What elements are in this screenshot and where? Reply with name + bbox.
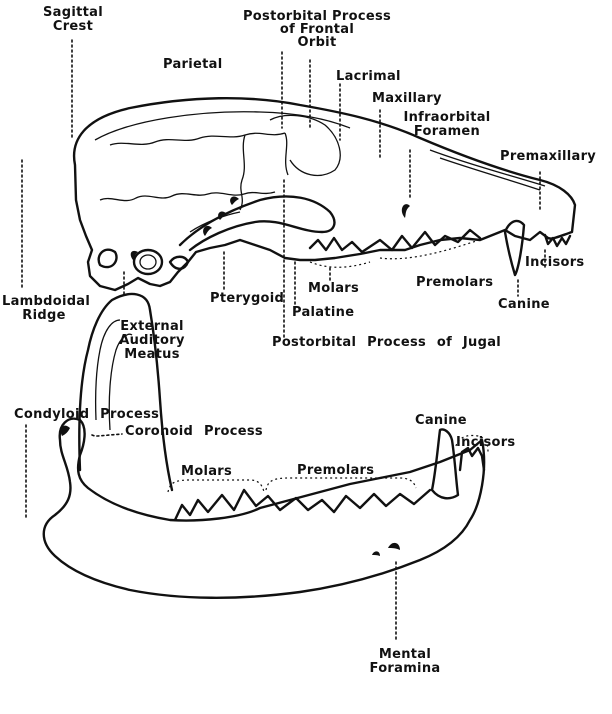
mandible-incisors-label: Incisors [456,436,515,450]
infraorbital-foramen-label: Infraorbital Foramen [392,111,502,139]
sagittal-crest-label: Sagittal Crest [40,6,106,34]
skull-canine-label: Canine [498,298,550,312]
lambdoidal-ridge-label: Lambdoidal Ridge [2,295,86,323]
palatine-label: Palatine [292,306,354,320]
external-auditory-meatus-label: External Auditory Meatus [100,320,204,362]
mandible-canine-label: Canine [415,414,467,428]
postorbital-frontal-label: Postorbital Process of Frontal Orbit [232,10,402,49]
postorbital-jugal-label: Postorbital Process of Jugal [272,336,501,350]
maxillary-label: Maxillary [372,92,442,106]
premaxillary-label: Premaxillary [500,150,596,164]
lacrimal-label: Lacrimal [336,70,401,84]
mandible-premolars-label: Premolars [297,464,374,478]
mental-foramina-label: Mental Foramina [355,648,455,676]
coronoid-process-label: Coronoid Process [125,425,263,439]
skull-incisors-label: Incisors [525,256,584,270]
skull-premolars-label: Premolars [416,276,493,290]
condyloid-process-label: Condyloid Process [14,408,159,422]
parietal-label: Parietal [163,58,222,72]
mandible-molars-label: Molars [181,465,232,479]
pterygoid-label: Pterygoid [210,292,284,306]
mandible-outline [44,419,484,598]
skull-molars-label: Molars [308,282,359,296]
